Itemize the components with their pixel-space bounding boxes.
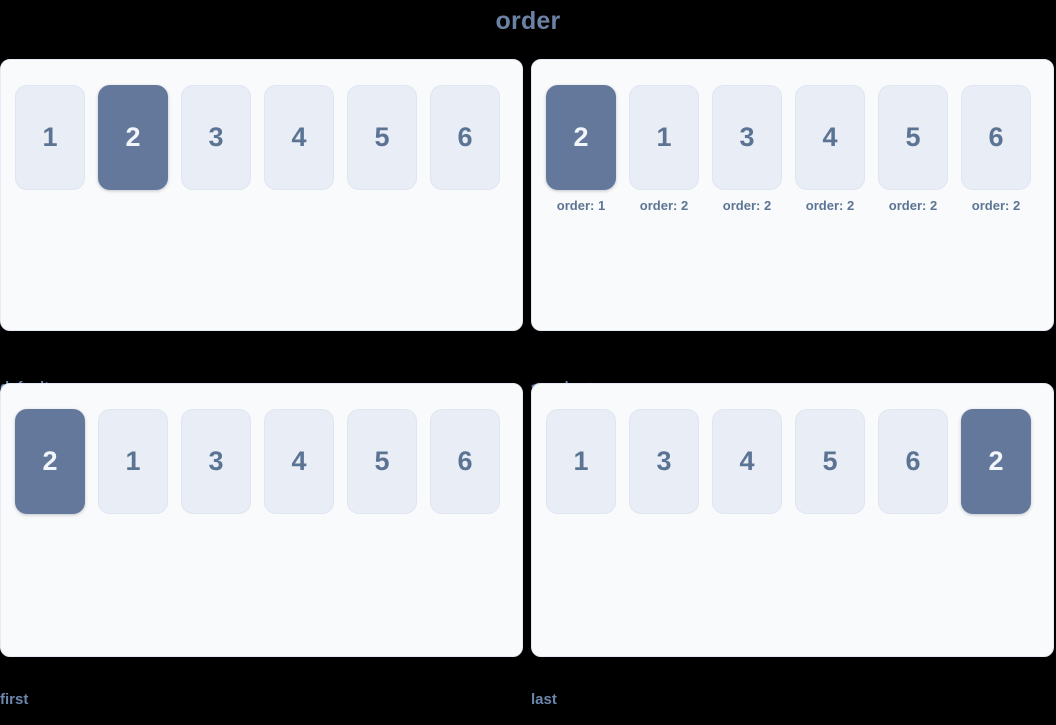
flex-item[interactable]: 6 [961,85,1031,190]
flex-item[interactable]: 1 [546,409,616,514]
flex-item[interactable]: 6 [430,409,500,514]
item-wrapper: 2 [961,409,1031,514]
flex-item[interactable]: 6 [878,409,948,514]
flex-item-active[interactable]: 2 [98,85,168,190]
item-wrapper: 5 [795,409,865,514]
panel-label: first [0,691,29,708]
item-wrapper: 5 [347,85,417,190]
item-list: 2 order: 1 1 order: 2 3 order: 2 4 order: 2 5 ord… [546,85,1053,213]
item-wrapper: 1 order: 2 [629,85,699,213]
item-order-caption: order: 2 [805,198,855,213]
item-order-caption: order: 2 [888,198,938,213]
item-wrapper: 2 order: 1 [546,85,616,213]
flex-item[interactable]: 4 [712,409,782,514]
demo-cell: 123456default [0,59,531,396]
item-order-caption: order: 2 [971,198,1021,213]
flex-item[interactable]: 3 [181,409,251,514]
flex-item[interactable]: 4 [264,85,334,190]
item-wrapper: 2 [98,85,168,190]
item-wrapper: 6 [430,409,500,514]
item-wrapper: 6 order: 2 [961,85,1031,213]
flex-item[interactable]: 4 [795,85,865,190]
flex-item-active[interactable]: 2 [15,409,85,514]
item-wrapper: 6 [878,409,948,514]
flex-item[interactable]: 5 [347,409,417,514]
item-wrapper: 4 [264,409,334,514]
item-wrapper: 3 [181,85,251,190]
item-wrapper: 6 [430,85,500,190]
flex-item[interactable]: 1 [629,85,699,190]
panel-label: last [531,691,557,708]
item-wrapper: 1 [15,85,85,190]
page-title: order [495,7,561,35]
demo-panel: 2 order: 1 1 order: 2 3 order: 2 4 order: 2 5 ord… [531,59,1054,331]
flex-item-active[interactable]: 2 [546,85,616,190]
item-wrapper: 3 [181,409,251,514]
item-wrapper: 4 [264,85,334,190]
item-order-caption: order: 2 [722,198,772,213]
item-order-caption: order: 1 [556,198,606,213]
flex-item[interactable]: 4 [264,409,334,514]
item-wrapper: 3 order: 2 [712,85,782,213]
flex-item[interactable]: 5 [878,85,948,190]
item-wrapper: 5 order: 2 [878,85,948,213]
item-wrapper: 3 [629,409,699,514]
item-wrapper: 1 [546,409,616,514]
demo-cell: 2 order: 1 1 order: 2 3 order: 2 4 order: 2 5 ord… [531,59,1056,396]
flex-item[interactable]: 3 [181,85,251,190]
item-order-caption: order: 2 [639,198,689,213]
flex-item[interactable]: 1 [98,409,168,514]
flex-item-active[interactable]: 2 [961,409,1031,514]
item-wrapper: 1 [98,409,168,514]
flex-item[interactable]: 3 [712,85,782,190]
flex-item[interactable]: 5 [795,409,865,514]
item-wrapper: 2 [15,409,85,514]
flex-item[interactable]: 6 [430,85,500,190]
flex-item[interactable]: 1 [15,85,85,190]
item-wrapper: 4 order: 2 [795,85,865,213]
item-wrapper: 4 [712,409,782,514]
flex-item[interactable]: 3 [629,409,699,514]
flex-item[interactable]: 5 [347,85,417,190]
item-wrapper: 5 [347,409,417,514]
